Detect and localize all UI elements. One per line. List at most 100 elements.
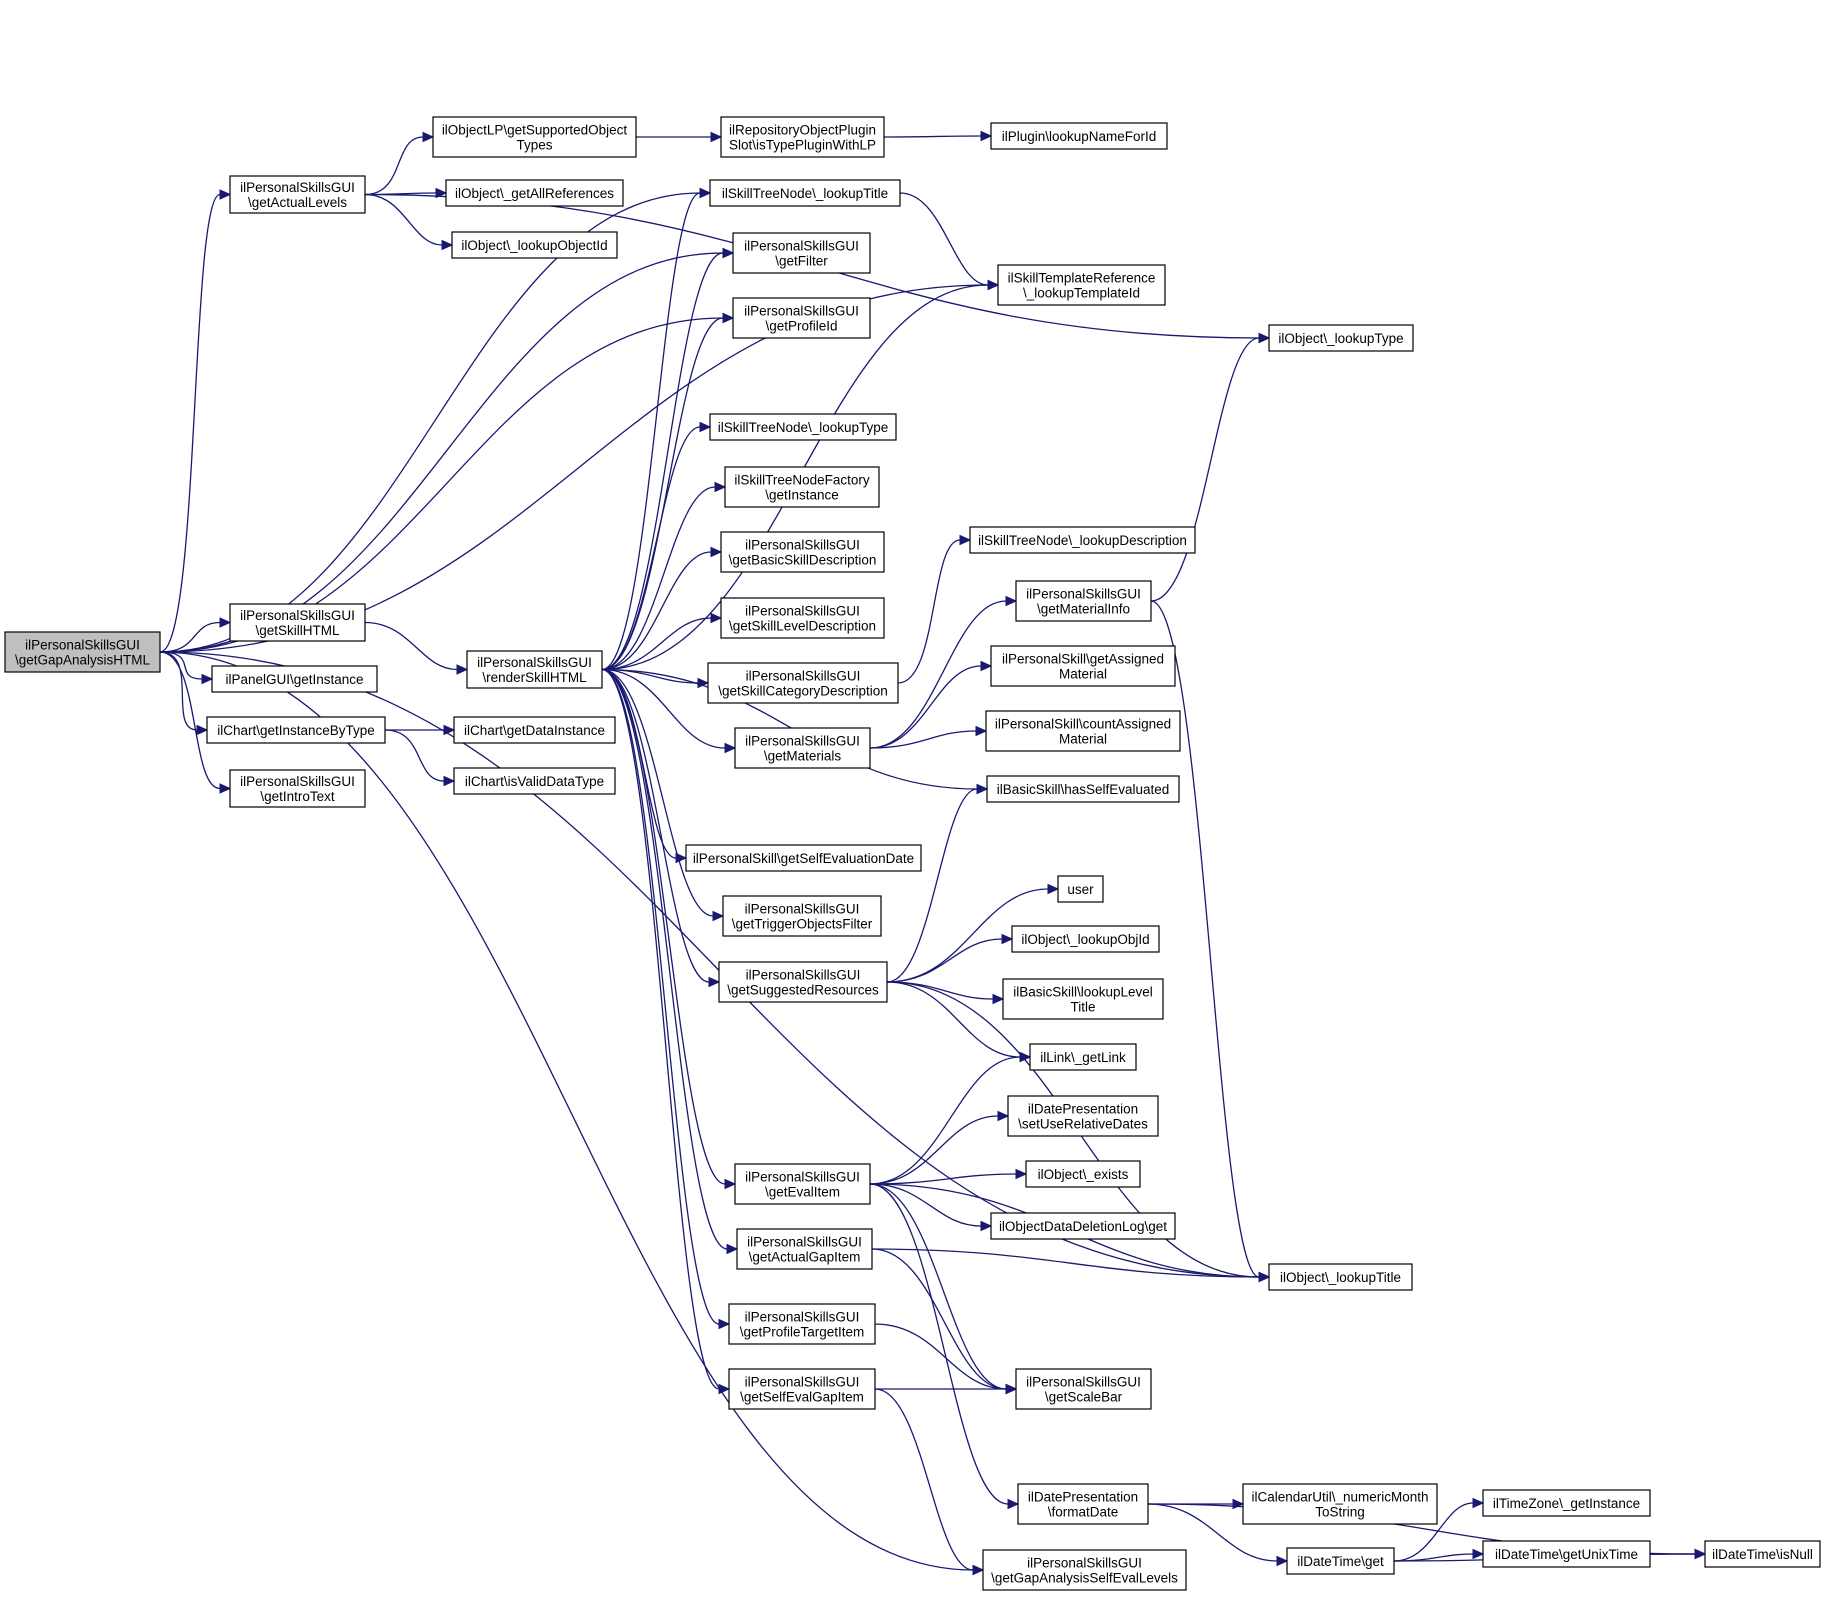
node-label-line: Types bbox=[516, 138, 552, 153]
node-get-materials[interactable]: ilPersonalSkillsGUI\getMaterials bbox=[734, 727, 871, 769]
node-get-skill-level-description[interactable]: ilPersonalSkillsGUI\getSkillLevelDescrip… bbox=[720, 597, 885, 639]
call-edge-format-date-to-date-time-get bbox=[1147, 1503, 1289, 1567]
node-label-line: \getMaterials bbox=[764, 749, 842, 764]
call-edge-get-actual-levels-to-get-supported-object-types bbox=[364, 131, 435, 196]
node-user[interactable]: user bbox=[1057, 875, 1104, 903]
node-chart-get-instance-by-type[interactable]: ilChart\getInstanceByType bbox=[206, 716, 386, 744]
node-get-intro-text[interactable]: ilPersonalSkillsGUI\getIntroText bbox=[229, 769, 366, 808]
edge-line bbox=[601, 668, 710, 983]
call-edge-get-materials-to-count-assigned-material bbox=[869, 725, 988, 749]
node-chart-is-valid-data-type[interactable]: ilChart\isValidDataType bbox=[453, 767, 616, 795]
node-get-unix-time[interactable]: ilDateTime\getUnixTime bbox=[1482, 1540, 1651, 1568]
node-get-link[interactable]: ilLink\_getLink bbox=[1029, 1043, 1137, 1071]
node-label-line: ilObject\_lookupObjectId bbox=[461, 238, 607, 253]
node-format-date[interactable]: ilDatePresentation\formatDate bbox=[1017, 1483, 1149, 1525]
arrowhead-icon bbox=[219, 783, 232, 794]
node-lookup-object-id[interactable]: ilObject\_lookupObjectId bbox=[451, 231, 618, 259]
arrowhead-icon bbox=[201, 673, 214, 685]
node-get-actual-levels[interactable]: ilPersonalSkillsGUI\getActualLevels bbox=[229, 175, 366, 214]
node-get-filter[interactable]: ilPersonalSkillsGUI\getFilter bbox=[732, 232, 871, 274]
node-get-basic-skill-description[interactable]: ilPersonalSkillsGUI\getBasicSkillDescrip… bbox=[720, 531, 885, 573]
node-tz-get-instance[interactable]: ilTimeZone\_getInstance bbox=[1482, 1489, 1651, 1517]
node-box bbox=[990, 1212, 1176, 1240]
call-edge-render-skill-html-to-get-basic-skill-description bbox=[601, 546, 723, 671]
arrowhead-icon bbox=[992, 993, 1005, 1005]
node-get-material-info[interactable]: ilPersonalSkillsGUI\getMaterialInfo bbox=[1015, 580, 1152, 622]
edge-line bbox=[886, 938, 1003, 983]
node-stn-lookup-title[interactable]: ilSkillTreeNode\_lookupTitle bbox=[709, 179, 901, 207]
node-stnf-get-instance[interactable]: ilSkillTreeNodeFactory\getInstance bbox=[724, 466, 880, 508]
node-label-line: ilObject\_lookupObjId bbox=[1021, 932, 1149, 947]
node-label-line: \getBasicSkillDescription bbox=[729, 553, 877, 568]
node-label-line: ilObject\_lookupType bbox=[1278, 331, 1403, 346]
node-stn-lookup-type[interactable]: ilSkillTreeNode\_lookupType bbox=[709, 413, 897, 441]
arrowhead-icon bbox=[1258, 332, 1271, 344]
node-label-line: ilPersonalSkillsGUI bbox=[745, 538, 860, 553]
arrowhead-icon bbox=[959, 534, 972, 546]
node-label-line: ilPersonalSkillsGUI bbox=[745, 1310, 860, 1325]
node-obj-exists[interactable]: ilObject\_exists bbox=[1025, 1160, 1141, 1188]
node-lookup-template-id[interactable]: ilSkillTemplateReference\_lookupTemplate… bbox=[997, 264, 1166, 306]
call-edge-get-materials-to-get-material-info bbox=[869, 595, 1018, 749]
node-lookup-obj-id[interactable]: ilObject\_lookupObjId bbox=[1011, 925, 1160, 953]
node-chart-get-data-instance[interactable]: ilChart\getDataInstance bbox=[453, 716, 616, 744]
node-get-self-eval-gap-item[interactable]: ilPersonalSkillsGUI\getSelfEvalGapItem bbox=[728, 1368, 876, 1410]
node-box bbox=[990, 645, 1176, 687]
node-panel-get-instance[interactable]: ilPanelGUI\getInstance bbox=[211, 665, 378, 693]
node-lookup-name-for-id[interactable]: ilPlugin\lookupNameForId bbox=[990, 122, 1168, 150]
call-edge-get-suggested-resources-to-lookup-level-title bbox=[886, 981, 1005, 1005]
call-edge-chart-get-instance-by-type-to-chart-is-valid-data-type bbox=[384, 729, 456, 787]
node-box bbox=[1268, 1263, 1413, 1291]
node-label-line: ilSkillTreeNode\_lookupType bbox=[718, 420, 889, 435]
edge-line bbox=[601, 192, 701, 671]
node-get-suggested-resources[interactable]: ilPersonalSkillsGUI\getSuggestedResource… bbox=[718, 961, 888, 1003]
node-obj-lookup-type[interactable]: ilObject\_lookupType bbox=[1268, 324, 1414, 352]
edge-line bbox=[159, 317, 724, 653]
edge-line bbox=[364, 193, 443, 246]
node-get-actual-gap-item[interactable]: ilPersonalSkillsGUI\getActualGapItem bbox=[736, 1228, 873, 1270]
node-obj-lookup-title[interactable]: ilObject\_lookupTitle bbox=[1268, 1263, 1413, 1291]
node-get-profile-id[interactable]: ilPersonalSkillsGUI\getProfileId bbox=[732, 297, 871, 339]
call-edge-root-to-stn-lookup-title bbox=[159, 187, 712, 653]
node-get-all-references[interactable]: ilObject\_getAllReferences bbox=[445, 179, 624, 207]
call-edge-get-materials-to-get-assigned-material bbox=[869, 660, 993, 749]
arrowhead-icon bbox=[710, 612, 723, 624]
node-render-skill-html[interactable]: ilPersonalSkillsGUI\renderSkillHTML bbox=[466, 650, 603, 689]
arrowhead-icon bbox=[980, 1220, 993, 1232]
node-stn-lookup-description[interactable]: ilSkillTreeNode\_lookupDescription bbox=[969, 526, 1196, 554]
node-box bbox=[986, 775, 1180, 803]
node-label-line: ilPersonalSkillsGUI bbox=[477, 655, 592, 670]
node-box bbox=[453, 716, 616, 744]
node-label-line: \getIntroText bbox=[260, 789, 335, 804]
edge-line bbox=[601, 668, 677, 859]
node-has-self-evaluated[interactable]: ilBasicSkill\hasSelfEvaluated bbox=[986, 775, 1180, 803]
node-get-gap-analysis-self-eval-levels[interactable]: ilPersonalSkillsGUI\getGapAnalysisSelfEv… bbox=[982, 1549, 1187, 1591]
node-get-skill-category-description[interactable]: ilPersonalSkillsGUI\getSkillCategoryDesc… bbox=[707, 662, 899, 704]
node-get-self-evaluation-date[interactable]: ilPersonalSkill\getSelfEvaluationDate bbox=[685, 844, 922, 872]
node-get-scale-bar[interactable]: ilPersonalSkillsGUI\getScaleBar bbox=[1015, 1368, 1152, 1410]
node-deletion-log-get[interactable]: ilObjectDataDeletionLog\get bbox=[990, 1212, 1176, 1240]
arrowhead-icon bbox=[722, 312, 735, 324]
node-label-line: Material bbox=[1059, 732, 1107, 747]
node-is-null[interactable]: ilDateTime\isNull bbox=[1704, 1540, 1821, 1568]
node-set-use-relative-dates[interactable]: ilDatePresentation\setUseRelativeDates bbox=[1007, 1095, 1159, 1137]
node-root[interactable]: ilPersonalSkillsGUI\getGapAnalysisHTML bbox=[4, 631, 161, 673]
edge-line bbox=[159, 193, 221, 653]
node-date-time-get[interactable]: ilDateTime\get bbox=[1286, 1547, 1395, 1575]
node-box bbox=[736, 1228, 873, 1270]
node-get-eval-item[interactable]: ilPersonalSkillsGUI\getEvalItem bbox=[734, 1163, 871, 1205]
node-label-line: Title bbox=[1070, 1000, 1095, 1015]
node-get-skill-html[interactable]: ilPersonalSkillsGUI\getSkillHTML bbox=[229, 603, 366, 642]
node-is-type-plugin-with-lp[interactable]: ilRepositoryObjectPluginSlot\isTypePlugi… bbox=[720, 116, 885, 158]
node-get-trigger-objects-filter[interactable]: ilPersonalSkillsGUI\getTriggerObjectsFil… bbox=[722, 895, 882, 937]
node-label-line: ilLink\_getLink bbox=[1040, 1050, 1126, 1065]
call-edge-get-eval-item-to-format-date bbox=[869, 1183, 1020, 1510]
edge-line bbox=[364, 621, 458, 671]
node-get-profile-target-item[interactable]: ilPersonalSkillsGUI\getProfileTargetItem bbox=[728, 1303, 876, 1345]
edge-line bbox=[869, 665, 982, 749]
